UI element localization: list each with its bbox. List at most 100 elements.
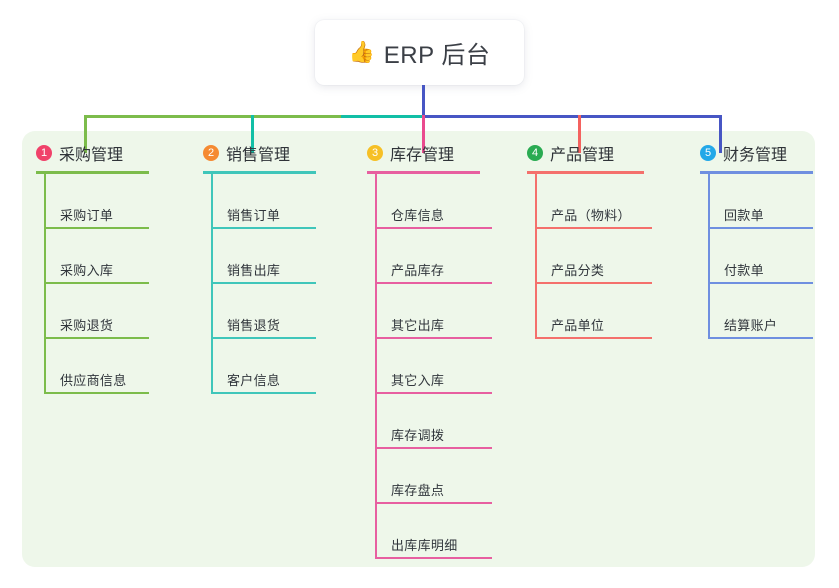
branch-spine [44, 174, 46, 394]
connector-bus-green [84, 115, 341, 118]
connector-drop-1 [84, 115, 87, 153]
leaf-node[interactable]: 回款单 [708, 174, 813, 229]
leaf-node-rule [375, 557, 492, 559]
connector-drop-3 [422, 115, 425, 153]
leaf-node[interactable]: 销售订单 [211, 174, 316, 229]
branch-item-list: 销售订单销售出库销售退货客户信息 [211, 174, 316, 394]
root-connector-stem [422, 85, 425, 117]
leaf-node-label: 客户信息 [227, 373, 281, 388]
leaf-node-rule [211, 337, 316, 339]
thumbs-up-icon: 👍 [348, 41, 375, 64]
leaf-node-label: 采购退货 [60, 318, 114, 333]
root-node-title: ERP 后台 [383, 42, 491, 69]
leaf-node[interactable]: 销售出库 [211, 229, 316, 284]
leaf-node-label: 产品单位 [551, 318, 605, 333]
branch-header-rule [36, 171, 149, 174]
connector-bus-teal [341, 115, 424, 118]
branch-title: 销售管理 [226, 147, 291, 164]
leaf-node-rule [375, 392, 492, 394]
branch-spine [708, 174, 710, 339]
leaf-node-rule [44, 392, 149, 394]
leaf-node-label: 销售出库 [227, 263, 281, 278]
leaf-node[interactable]: 出库库明细 [375, 504, 492, 559]
branch-header-rule [527, 171, 644, 174]
leaf-node-rule [708, 337, 813, 339]
branch-header-rule [700, 171, 813, 174]
leaf-node[interactable]: 其它入库 [375, 339, 492, 394]
connector-drop-4 [578, 115, 581, 153]
leaf-node[interactable]: 产品单位 [535, 284, 652, 339]
leaf-node-rule [375, 447, 492, 449]
branch-header-5[interactable]: 5 财务管理 [700, 140, 813, 166]
leaf-node[interactable]: 仓库信息 [375, 174, 492, 229]
branch-title: 采购管理 [59, 147, 124, 164]
branch-header-1[interactable]: 1 采购管理 [36, 140, 149, 166]
connector-drop-5 [719, 115, 722, 153]
leaf-node-rule [375, 502, 492, 504]
leaf-node-label: 库存盘点 [391, 483, 445, 498]
leaf-node-rule [375, 337, 492, 339]
leaf-node-label: 其它出库 [391, 318, 445, 333]
branch-number-badge: 5 [700, 145, 716, 161]
leaf-node-rule [211, 392, 316, 394]
leaf-node-rule [211, 282, 316, 284]
leaf-node[interactable]: 其它出库 [375, 284, 492, 339]
leaf-node-label: 库存调拨 [391, 428, 445, 443]
leaf-node[interactable]: 产品分类 [535, 229, 652, 284]
leaf-node[interactable]: 库存调拨 [375, 394, 492, 449]
connector-bus-blue [424, 115, 722, 118]
leaf-node[interactable]: 采购入库 [44, 229, 149, 284]
leaf-node[interactable]: 结算账户 [708, 284, 813, 339]
branch-number-badge: 4 [527, 145, 543, 161]
leaf-node-label: 销售订单 [227, 208, 281, 223]
leaf-node[interactable]: 销售退货 [211, 284, 316, 339]
branch-spine [211, 174, 213, 394]
leaf-node-rule [44, 337, 149, 339]
leaf-node-rule [535, 282, 652, 284]
leaf-node[interactable]: 供应商信息 [44, 339, 149, 394]
branch-number-badge: 1 [36, 145, 52, 161]
leaf-node-label: 出库库明细 [391, 538, 458, 553]
leaf-node-label: 采购订单 [60, 208, 114, 223]
leaf-node[interactable]: 库存盘点 [375, 449, 492, 504]
root-node-erp-backend[interactable]: 👍 ERP 后台 [315, 20, 524, 85]
branch-column-2: 2 销售管理销售订单销售出库销售退货客户信息 [203, 140, 316, 394]
branch-column-5: 5 财务管理回款单付款单结算账户 [700, 140, 813, 339]
branch-number-badge: 2 [203, 145, 219, 161]
connector-drop-2 [251, 115, 254, 153]
branch-header-2[interactable]: 2 销售管理 [203, 140, 316, 166]
leaf-node-rule [211, 227, 316, 229]
leaf-node-rule [535, 337, 652, 339]
branch-spine [535, 174, 537, 339]
leaf-node[interactable]: 产品库存 [375, 229, 492, 284]
leaf-node-label: 采购入库 [60, 263, 114, 278]
leaf-node[interactable]: 付款单 [708, 229, 813, 284]
leaf-node-label: 产品分类 [551, 263, 605, 278]
branch-number-badge: 3 [367, 145, 383, 161]
branch-title: 财务管理 [723, 147, 788, 164]
leaf-node-label: 其它入库 [391, 373, 445, 388]
leaf-node-label: 付款单 [724, 263, 764, 278]
branch-header-rule [367, 171, 480, 174]
leaf-node-label: 产品库存 [391, 263, 445, 278]
leaf-node-rule [708, 227, 813, 229]
leaf-node-rule [375, 227, 492, 229]
diagram-background-panel [22, 131, 815, 567]
branch-item-list: 采购订单采购入库采购退货供应商信息 [44, 174, 149, 394]
branch-item-list: 仓库信息产品库存其它出库其它入库库存调拨库存盘点出库库明细 [375, 174, 492, 559]
branch-column-1: 1 采购管理采购订单采购入库采购退货供应商信息 [36, 140, 149, 394]
branch-spine [375, 174, 377, 559]
leaf-node-label: 仓库信息 [391, 208, 445, 223]
leaf-node[interactable]: 产品（物料） [535, 174, 652, 229]
branch-item-list: 产品（物料） 产品分类产品单位 [535, 174, 652, 339]
leaf-node-rule [44, 227, 149, 229]
leaf-node[interactable]: 客户信息 [211, 339, 316, 394]
leaf-node-rule [708, 282, 813, 284]
leaf-node[interactable]: 采购订单 [44, 174, 149, 229]
leaf-node[interactable]: 采购退货 [44, 284, 149, 339]
branch-header-rule [203, 171, 316, 174]
